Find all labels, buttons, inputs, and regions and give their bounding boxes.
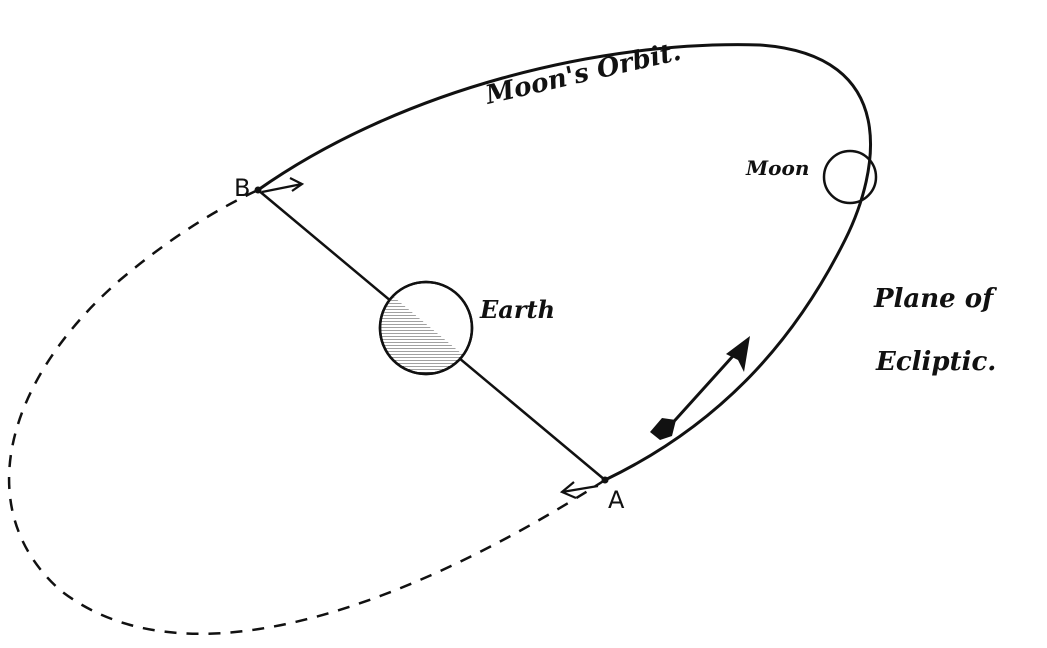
- node-point-a: [601, 476, 609, 484]
- moon-orbit-lower-dashed: [7, 188, 606, 635]
- arrow-at-b-icon: [261, 177, 305, 194]
- orbit-label: Moon's Orbit.: [482, 37, 684, 111]
- earth-label: Earth: [479, 295, 555, 324]
- point-a-label: A: [608, 486, 625, 514]
- arrow-at-a-icon: [559, 481, 599, 500]
- moon-icon: [822, 149, 878, 205]
- plane-label-line2: Ecliptic.: [875, 347, 996, 377]
- moon-orbit-upper-solid: [257, 43, 872, 482]
- moon-label: Moon: [745, 156, 809, 180]
- earth-icon: [378, 280, 474, 376]
- orbit-direction-arrow-icon: [650, 336, 750, 440]
- node-point-b: [254, 186, 262, 194]
- point-b-label: B: [234, 174, 250, 202]
- plane-label-line1: Plane of: [873, 284, 997, 314]
